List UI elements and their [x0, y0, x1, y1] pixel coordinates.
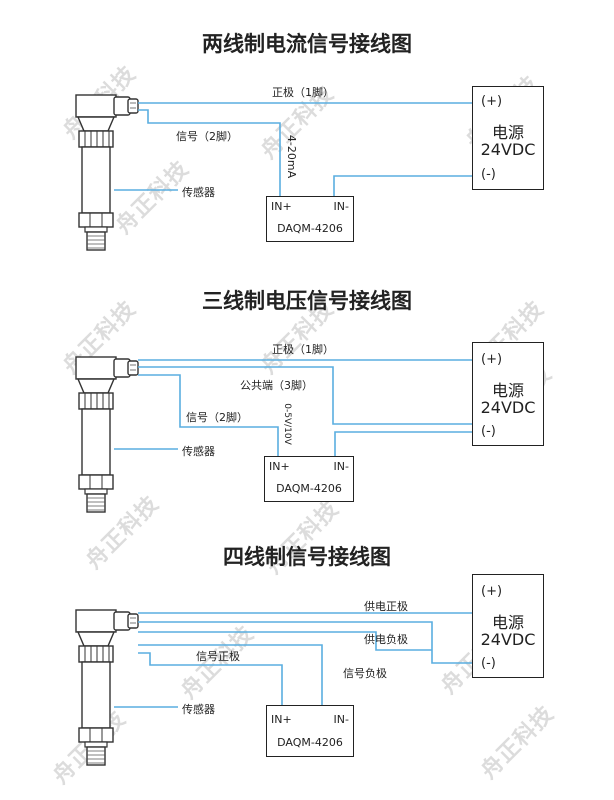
- power-minus-terminal: (-): [481, 167, 496, 182]
- power-minus-terminal: (-): [481, 656, 496, 671]
- module-name: DAQM-4206: [277, 222, 343, 235]
- module-in-plus: IN+: [271, 200, 292, 213]
- power-voltage: 24VDC: [480, 630, 536, 649]
- title-four-wire: 四线制信号接线图: [223, 545, 391, 569]
- module-in-minus: IN-: [333, 460, 349, 473]
- module-in-plus: IN+: [269, 460, 290, 473]
- label-sensor: 传感器: [182, 445, 215, 458]
- label-signal-pin2: 信号（2脚）: [176, 130, 238, 143]
- label-positive-pin1: 正极（1脚）: [272, 343, 334, 356]
- power-supply-1: (+) 电源 24VDC (-): [472, 86, 544, 190]
- label-common-pin3: 公共端（3脚）: [240, 379, 313, 392]
- label-supply-positive: 供电正极: [364, 600, 408, 613]
- power-plus-terminal: (+): [481, 352, 503, 367]
- module-name: DAQM-4206: [277, 736, 343, 749]
- title-three-wire: 三线制电压信号接线图: [202, 289, 412, 313]
- label-positive-pin1: 正极（1脚）: [272, 86, 334, 99]
- power-plus-terminal: (+): [481, 94, 503, 109]
- power-supply-label: 电源: [491, 381, 524, 400]
- daqm-module-2: IN+ IN- DAQM-4206: [264, 456, 354, 502]
- power-supply-label: 电源: [491, 613, 524, 632]
- label-signal-pin2: 信号（2脚）: [186, 411, 248, 424]
- power-voltage: 24VDC: [480, 140, 536, 159]
- module-name: DAQM-4206: [276, 482, 342, 495]
- wires-four-wire: [138, 612, 472, 705]
- power-supply-label: 电源: [491, 123, 524, 142]
- label-current-range: 4-20mA: [285, 134, 299, 179]
- pressure-sensor-2: [75, 356, 139, 513]
- wires-three-wire: [138, 359, 472, 456]
- label-signal-positive: 信号正极: [196, 650, 240, 663]
- label-supply-negative: 供电负极: [364, 633, 408, 646]
- power-voltage: 24VDC: [480, 398, 536, 417]
- module-in-minus: IN-: [333, 713, 349, 726]
- power-minus-terminal: (-): [481, 424, 496, 439]
- label-sensor: 传感器: [182, 703, 215, 716]
- pressure-sensor-1: [75, 94, 139, 251]
- label-sensor: 传感器: [182, 186, 215, 199]
- power-supply-2: (+) 电源 24VDC (-): [472, 342, 544, 446]
- module-in-plus: IN+: [271, 713, 292, 726]
- label-signal-negative: 信号负极: [343, 667, 387, 680]
- power-supply-3: (+) 电源 24VDC (-): [472, 574, 544, 678]
- daqm-module-3: IN+ IN- DAQM-4206: [266, 705, 354, 757]
- title-two-wire: 两线制电流信号接线图: [202, 32, 412, 56]
- daqm-module-1: IN+ IN- DAQM-4206: [266, 196, 354, 242]
- pressure-sensor-3: [75, 609, 139, 766]
- module-in-minus: IN-: [333, 200, 349, 213]
- wires-two-wire: [138, 102, 472, 196]
- label-voltage-range: 0-5V/10V: [281, 403, 292, 445]
- power-plus-terminal: (+): [481, 584, 503, 599]
